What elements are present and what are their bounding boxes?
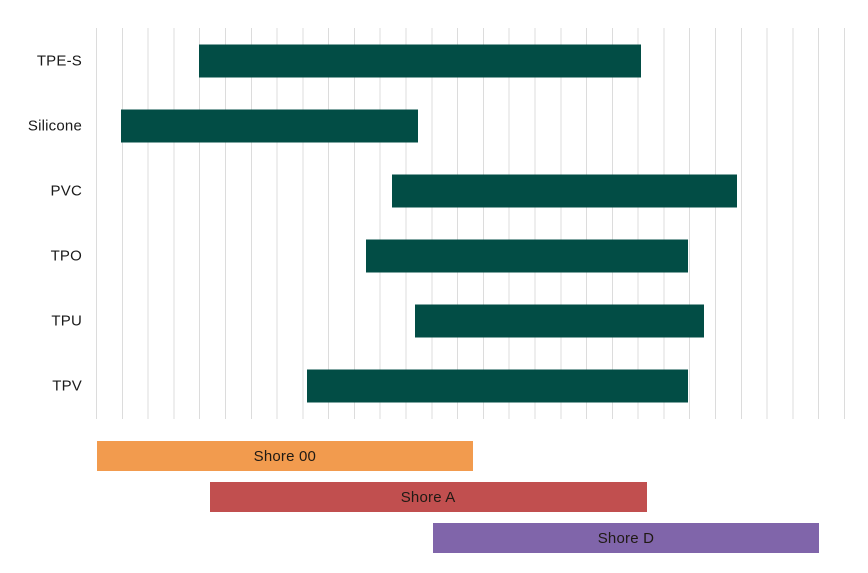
y-axis-label-pvc: PVC	[50, 182, 82, 200]
shore-scales-area: Shore 00 Shore A Shore D	[96, 428, 844, 573]
material-row: TPO	[51, 224, 844, 289]
shore-d-scale-bar: Shore D	[432, 523, 820, 553]
plot-area: TPE-S Silicone PVC TPO TPU TPV	[28, 28, 845, 419]
material-row: TPV	[52, 354, 844, 419]
material-range-bar-tpe-s	[199, 44, 642, 78]
y-axis-label-tpo: TPO	[50, 247, 82, 265]
y-axis-label-silicone: Silicone	[27, 117, 82, 135]
material-range-bar-tpv	[306, 369, 689, 403]
shore-a-label: Shore A	[400, 488, 456, 506]
shore-00-label: Shore 00	[253, 447, 317, 465]
y-axis-label-tpu: TPU	[51, 312, 82, 330]
material-row: Silicone	[28, 93, 844, 158]
material-row: PVC	[51, 158, 844, 223]
material-row: TPE-S	[37, 28, 844, 93]
shore-00-scale-bar: Shore 00	[96, 441, 473, 471]
shore-d-label: Shore D	[597, 529, 655, 547]
material-range-bar-tpo	[366, 239, 689, 273]
y-axis-label-tpe-s: TPE-S	[36, 52, 82, 70]
y-axis-label-tpv: TPV	[52, 377, 82, 395]
material-range-bar-silicone	[120, 109, 418, 143]
material-row: TPU	[51, 289, 844, 354]
material-range-bar-tpu	[415, 304, 705, 338]
shore-a-scale-bar: Shore A	[209, 482, 647, 512]
material-range-bar-pvc	[392, 174, 738, 208]
